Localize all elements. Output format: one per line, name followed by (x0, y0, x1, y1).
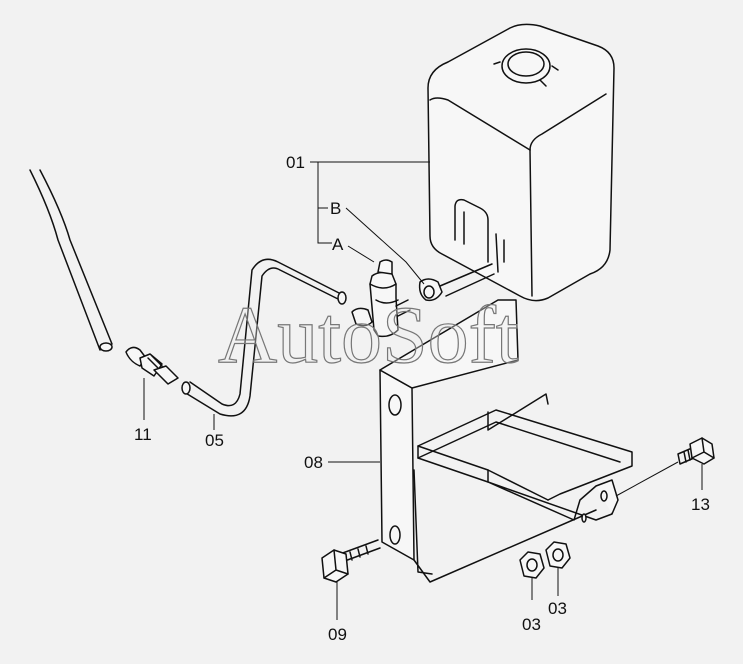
tank-outlet-nipple (418, 263, 495, 302)
washer-pump (351, 259, 411, 338)
callout-bolt-right: 13 (691, 495, 710, 514)
callout-bracket: 08 (304, 453, 323, 472)
hose-connector (125, 346, 179, 385)
tank-bracket (379, 299, 633, 583)
bolt-left (321, 539, 381, 583)
callout-tank: 01 (286, 153, 305, 172)
nut-right (545, 541, 571, 569)
tank-cap (493, 48, 559, 87)
callout-nut-left: 03 (522, 615, 541, 634)
callout-nut-right: 03 (548, 599, 567, 618)
callout-port-b: B (330, 199, 341, 218)
callout-hose: 05 (205, 431, 224, 450)
washer-hose (181, 258, 347, 417)
callout-port-a: A (332, 235, 344, 254)
nut-left (519, 551, 545, 579)
bolt-right (677, 437, 715, 465)
callout-connector: 11 (134, 425, 152, 444)
supply-hose (29, 169, 113, 352)
washer-tank (427, 23, 615, 302)
watermark: AutoSoft (218, 289, 519, 380)
leader-lines (143, 161, 703, 620)
callout-bolt-left: 09 (328, 625, 347, 644)
